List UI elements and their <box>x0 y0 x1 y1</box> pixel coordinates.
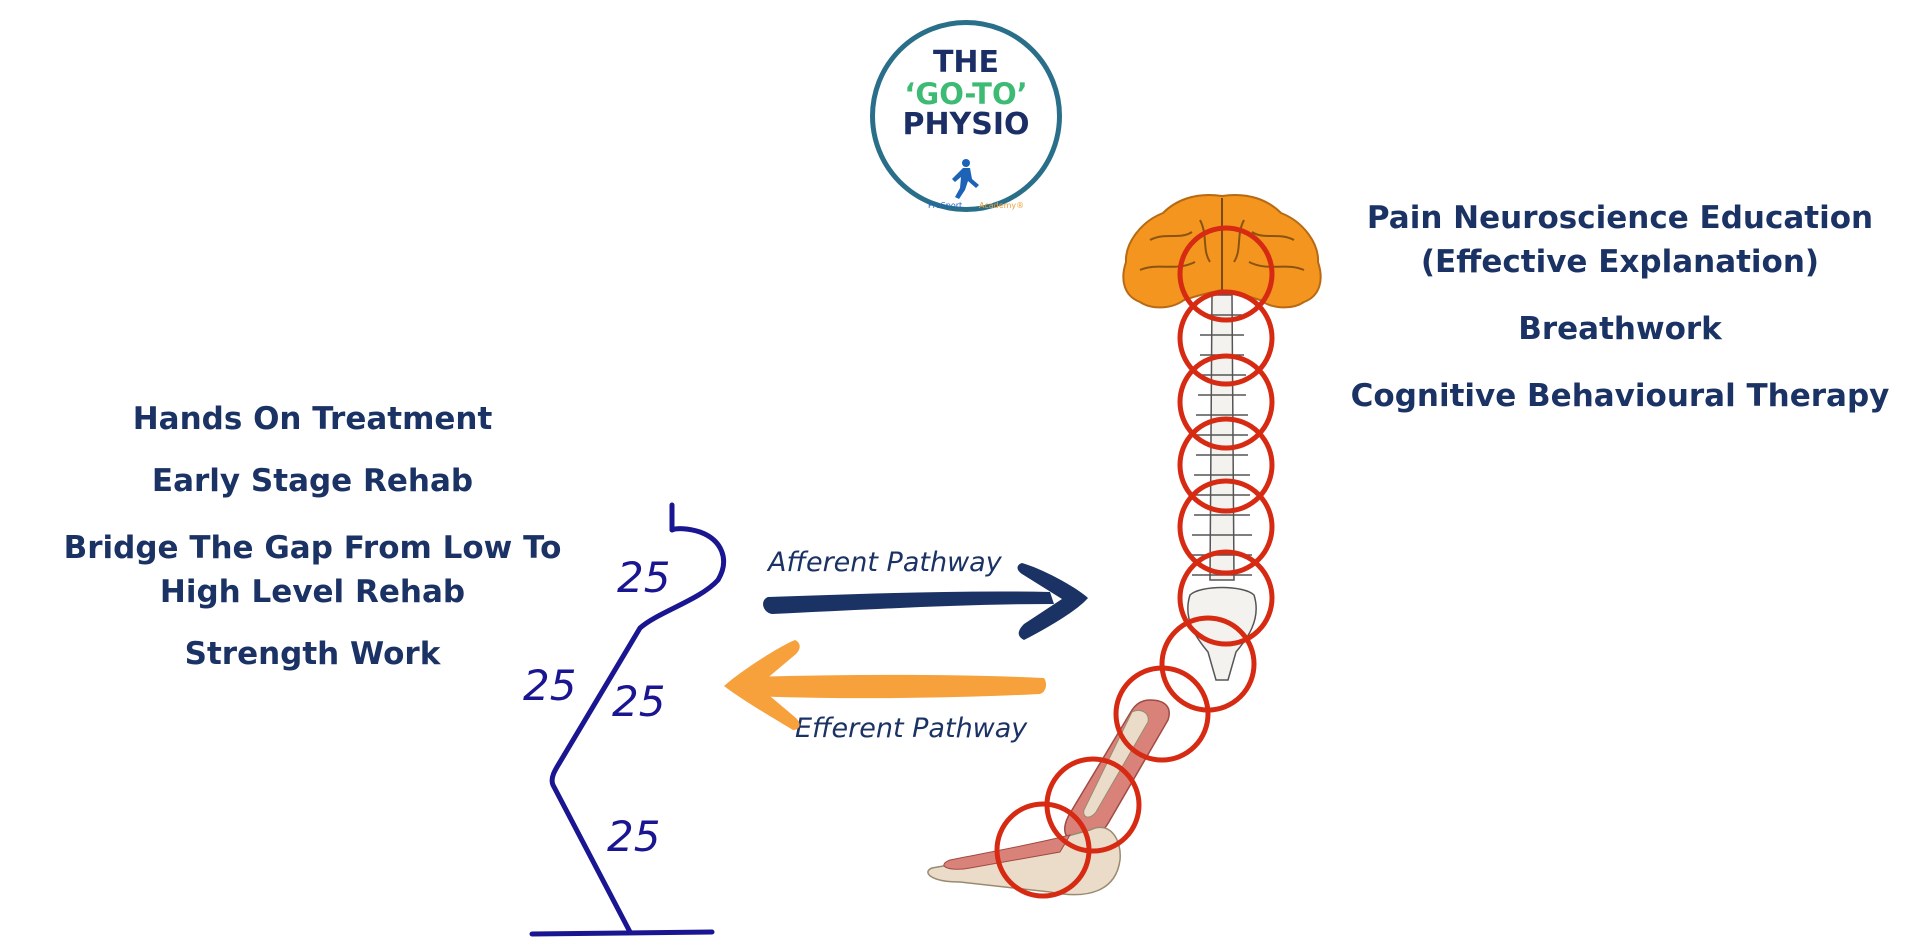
sketch-label-bottom: 25 <box>607 812 660 861</box>
right-item-pain-neuroscience: Pain Neuroscience Education (Effective E… <box>1366 200 1874 280</box>
sketch-curve <box>549 502 727 935</box>
logo-line-the: THE <box>932 45 1000 80</box>
go-to-physio-logo: THE ‘GO-TO’ PHYSIO ProSport Academy® <box>870 20 1062 212</box>
logo-line-go-to: ‘GO-TO’ <box>904 76 1028 111</box>
right-item-cbt: Cognitive Behavioural Therapy <box>1350 378 1890 414</box>
sketch-label-middle: 25 <box>612 677 665 726</box>
runner-icon <box>952 159 979 199</box>
efferent-arrow <box>724 640 1047 730</box>
logo-brand-prosport: ProSport <box>928 201 963 210</box>
efferent-pathway-label: Efferent Pathway <box>795 713 1028 744</box>
afferent-arrow <box>763 563 1088 640</box>
right-item-breathwork: Breathwork <box>1518 311 1722 347</box>
left-item-bridge-gap: Bridge The Gap From Low To High Level Re… <box>63 530 562 610</box>
sketch-baseline <box>529 929 715 937</box>
prosport-academy-mark: ProSport Academy® <box>875 157 1057 210</box>
left-item-early-rehab: Early Stage Rehab <box>151 463 474 499</box>
sketch-labels: 25 25 25 25 <box>523 553 670 861</box>
sketch-label-top: 25 <box>617 553 670 602</box>
left-item-strength: Strength Work <box>184 636 441 672</box>
nerve-pathway-circles <box>994 225 1275 899</box>
logo-line-physio: PHYSIO <box>902 106 1030 142</box>
sketch-label-left: 25 <box>523 661 576 710</box>
progression-sketch <box>529 502 727 937</box>
afferent-pathway-label: Afferent Pathway <box>768 547 1002 578</box>
left-item-hands-on: Hands On Treatment <box>132 401 493 437</box>
logo-brand-academy: Academy® <box>979 201 1025 210</box>
